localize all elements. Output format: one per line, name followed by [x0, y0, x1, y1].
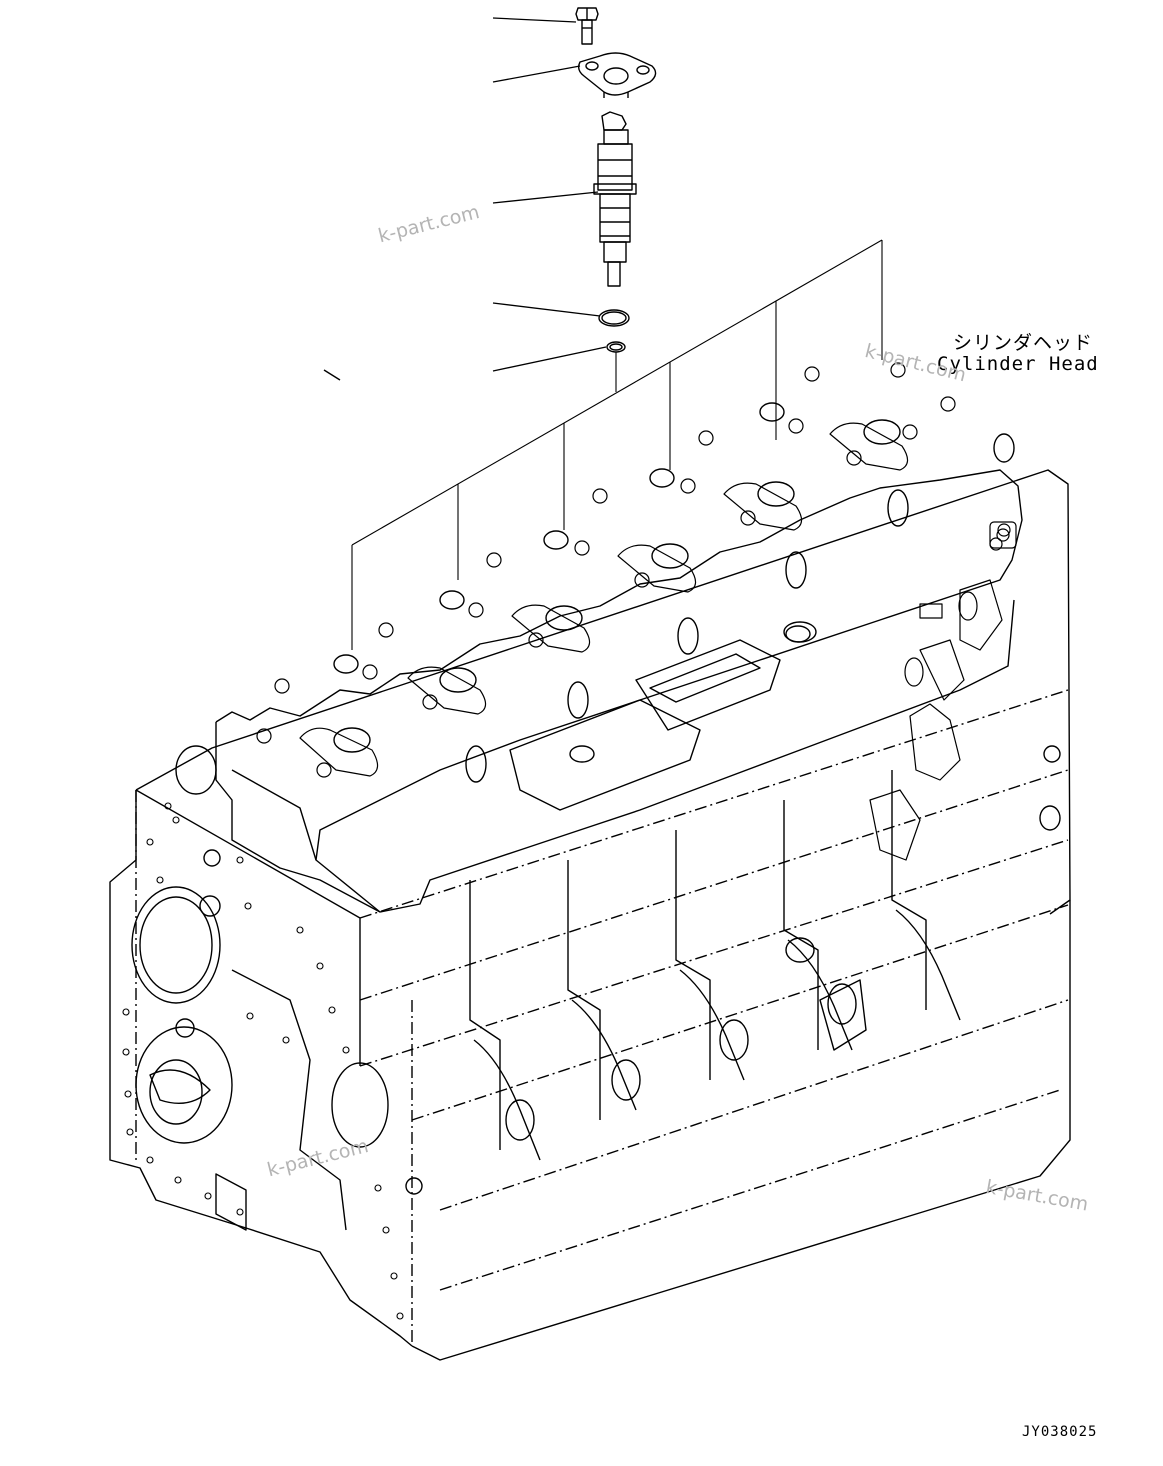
head-rear-fittings: [919, 521, 1017, 619]
part-name-english: Cylinder Head: [937, 353, 1099, 375]
drawing-code: JY038025: [1022, 1424, 1098, 1440]
manifold-flanges: [509, 625, 811, 811]
crank-bore: [149, 1059, 203, 1125]
bolt-part: [575, 7, 599, 45]
fuel-injector-part: [593, 111, 637, 287]
cylinder-head: [215, 369, 1023, 913]
leader-lines: [492, 17, 607, 372]
block-front-bolt-holes: [122, 802, 404, 1320]
cylinder-assignment-lines: [351, 239, 883, 650]
part-name-japanese: シリンダヘッド: [953, 332, 1094, 354]
engine-block: [109, 469, 1071, 1361]
block-side-ribs: [405, 745, 1061, 1195]
cylinder-head-ports: [333, 402, 1015, 783]
injector-clamp-part: [577, 52, 657, 98]
block-front-features: [131, 745, 389, 1231]
o-ring-parts: [598, 309, 630, 353]
valve-train-details: [256, 362, 1011, 778]
block-side-bosses: [869, 579, 1003, 861]
